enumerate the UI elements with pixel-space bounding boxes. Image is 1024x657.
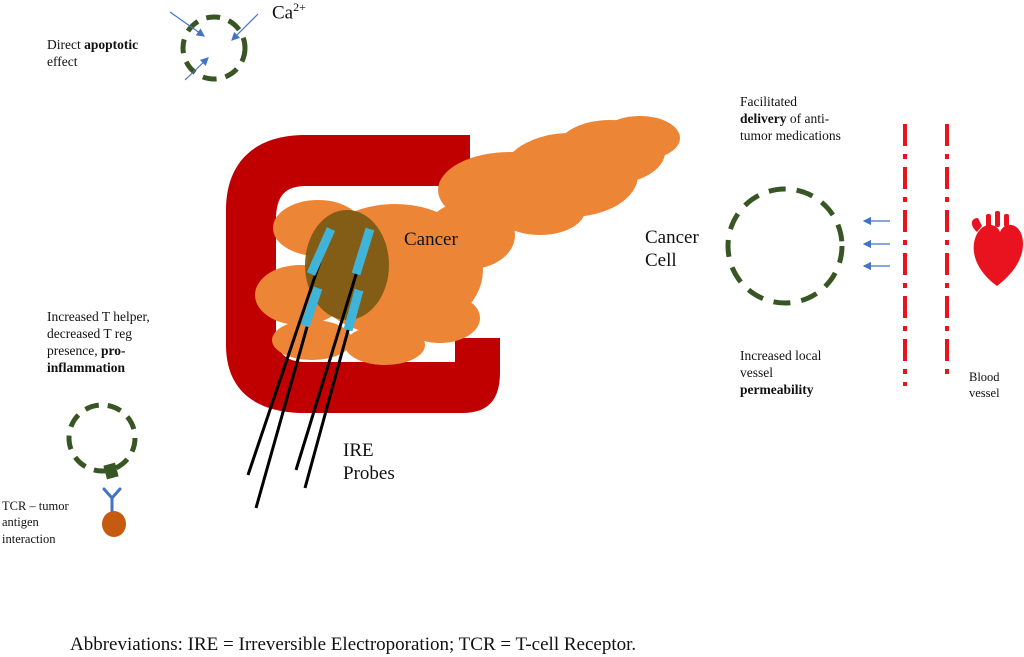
tumor-antigen	[102, 511, 126, 537]
cancer-label: Cancer	[404, 229, 458, 250]
delivery-label: Facilitated delivery of anti- tumor medi…	[740, 94, 841, 143]
calcium-label: Ca2+	[272, 0, 306, 25]
calcium-charge: 2+	[293, 0, 306, 14]
tcr-interaction-label: TCR – tumor antigen interaction	[2, 499, 69, 546]
t-cell-effect-label: Increased T helper, decreased T reg pres…	[47, 309, 150, 375]
ire-probes	[246, 227, 375, 509]
heart-icon	[971, 211, 1023, 286]
tcr-anchor	[103, 462, 119, 480]
abbreviations-footer: Abbreviations: IRE = Irreversible Electr…	[70, 634, 637, 655]
ire-probe-3	[254, 286, 323, 509]
calcium-arrow-1	[169, 11, 205, 37]
tcr-receptor	[102, 487, 122, 513]
ire-probe-4	[303, 288, 364, 489]
permeability-label: Increased local vessel permeability	[740, 348, 822, 397]
calcium-symbol: Ca	[272, 2, 294, 24]
cancer-cell-membrane	[725, 186, 845, 306]
duodenum-shape	[226, 135, 500, 413]
calcium-arrow-2	[231, 13, 259, 41]
ire-probe-1	[246, 227, 336, 476]
apoptotic-cell-membrane	[180, 14, 248, 82]
ire-probe-2	[294, 227, 375, 471]
apoptotic-effect-label: Direct apoptotic effect	[47, 37, 139, 69]
t-cell-membrane	[66, 402, 138, 474]
calcium-arrow-3	[184, 57, 209, 81]
blood-vessel-label: Blood vessel	[969, 370, 1000, 401]
cancer-cell-label: Cancer Cell	[645, 227, 699, 271]
ire-probes-label: IRE Probes	[343, 440, 395, 484]
pancreas-shape	[255, 116, 680, 365]
